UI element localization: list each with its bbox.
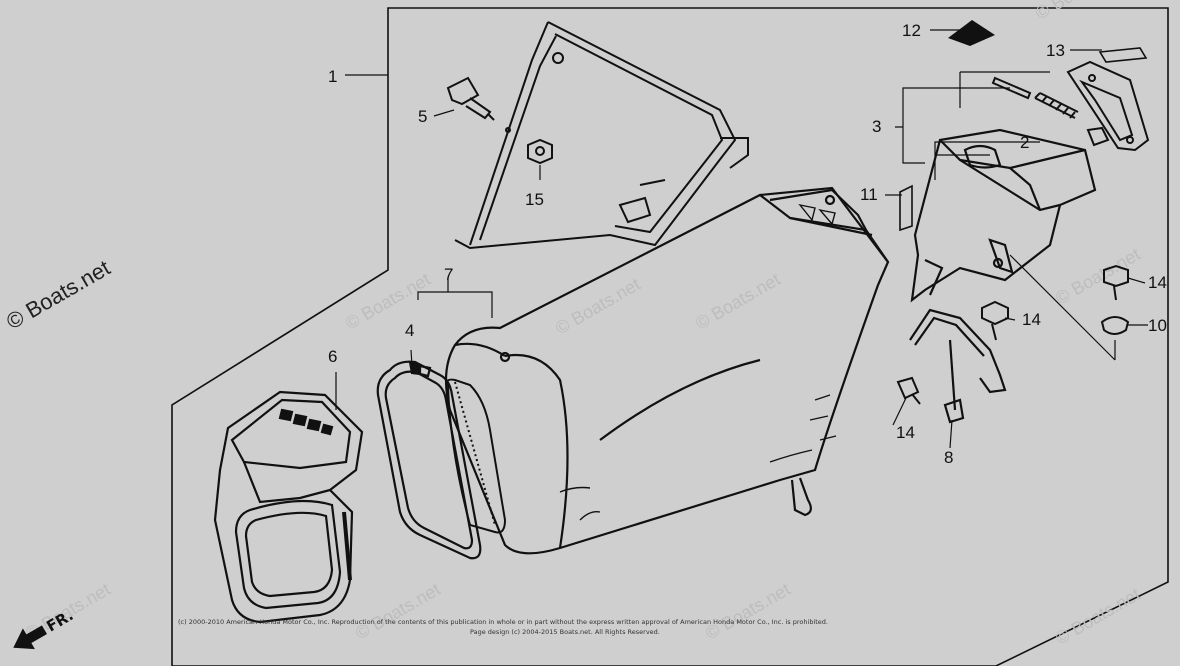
part-holder bbox=[910, 128, 1097, 303]
part-stay bbox=[909, 308, 1007, 424]
callout-14-left: 14 bbox=[896, 423, 915, 442]
watermark: © Boats.net bbox=[702, 579, 794, 643]
watermark: © Boats.net bbox=[692, 269, 784, 333]
callout-7: 7 bbox=[444, 265, 453, 284]
callout-12: 12 bbox=[902, 21, 921, 40]
callout-11: 11 bbox=[860, 185, 878, 204]
part-bolts bbox=[896, 264, 1130, 405]
part-cover bbox=[213, 390, 364, 624]
callout-1: 1 bbox=[328, 67, 337, 86]
part-label-plate bbox=[1098, 47, 1148, 63]
callout-5: 5 bbox=[418, 107, 427, 126]
callout-8: 8 bbox=[944, 448, 953, 467]
part-clip bbox=[446, 76, 495, 121]
callouts: 1 5 15 7 4 6 12 13 3 2 11 14 14 10 14 8 bbox=[328, 21, 1167, 467]
part-element-frame bbox=[376, 360, 482, 560]
watermark: © Boats.net bbox=[552, 274, 644, 338]
part-frame-bracket bbox=[454, 21, 749, 250]
watermark: © Boats.net bbox=[1052, 584, 1144, 648]
part-nut bbox=[527, 138, 553, 165]
watermark: © Boats.net bbox=[1032, 0, 1124, 23]
main-watermark: © Boats.net bbox=[2, 255, 114, 334]
callout-14-mid: 14 bbox=[1022, 310, 1041, 329]
assembly-outline bbox=[171, 7, 1169, 666]
leader-lines bbox=[335, 29, 1148, 449]
callout-2: 2 bbox=[1020, 133, 1029, 152]
watermark: © Boats.net bbox=[1052, 244, 1144, 308]
callout-13: 13 bbox=[1046, 41, 1065, 60]
part-pin-spring bbox=[991, 76, 1110, 147]
part-tag bbox=[899, 184, 913, 232]
watermarks: © Boats.net © Boats.net © Boats.net © Bo… bbox=[22, 0, 1144, 648]
part-plate bbox=[1066, 60, 1150, 152]
front-direction-marker: FR. bbox=[13, 606, 76, 650]
part-case bbox=[444, 186, 890, 555]
callout-6: 6 bbox=[328, 347, 337, 366]
part-seal bbox=[446, 378, 507, 534]
callout-3: 3 bbox=[872, 117, 881, 136]
watermark: © Boats.net bbox=[342, 269, 434, 333]
callout-4: 4 bbox=[405, 321, 414, 340]
callout-15: 15 bbox=[525, 190, 544, 209]
callout-14-right: 14 bbox=[1148, 273, 1167, 292]
part-label-sticker bbox=[948, 20, 995, 46]
copyright-line-2: Page design (c) 2004-2015 Boats.net. All… bbox=[470, 628, 660, 636]
watermark: © Boats.net bbox=[352, 579, 444, 643]
copyright-line-1: (c) 2000-2010 American Honda Motor Co., … bbox=[178, 618, 828, 626]
callout-10: 10 bbox=[1148, 316, 1167, 335]
